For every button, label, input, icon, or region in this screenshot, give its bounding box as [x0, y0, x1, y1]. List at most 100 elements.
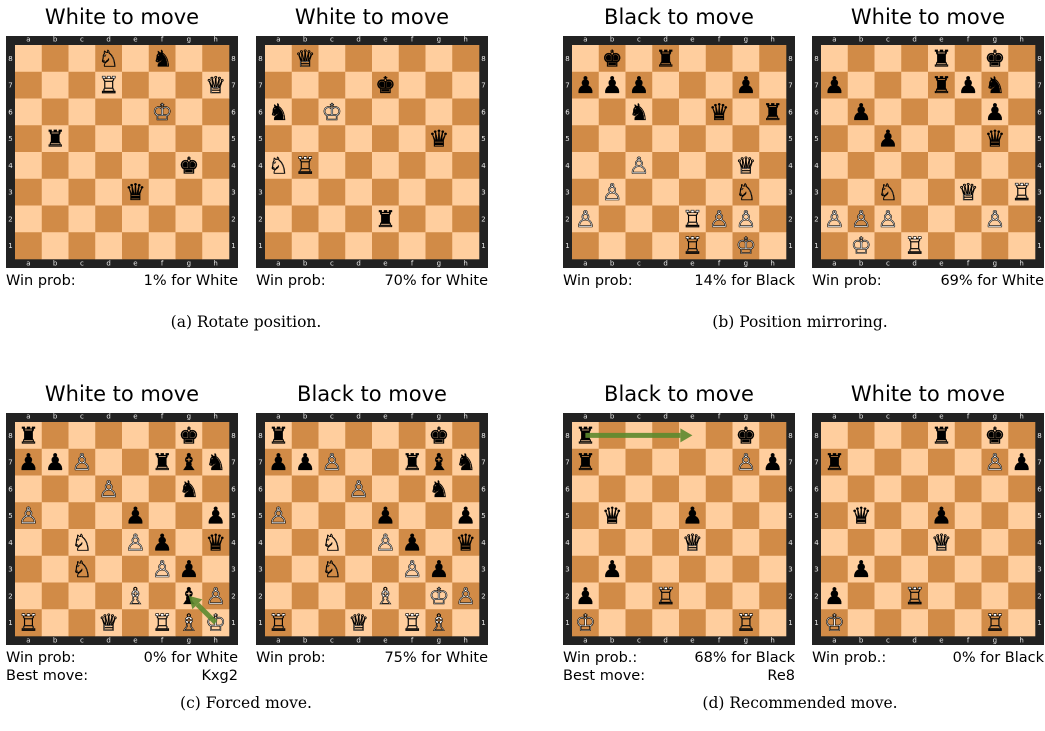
info-row: Win prob: 0% for White [6, 649, 238, 667]
square-d5 [652, 502, 679, 529]
white-pawn-icon: ♙ [72, 450, 93, 476]
square-b4 [599, 529, 626, 556]
square-e3 [679, 556, 706, 583]
file-label: a [583, 637, 587, 645]
black-king-icon: ♚ [179, 153, 200, 179]
square-h6 [202, 476, 229, 503]
square-e1 [928, 232, 955, 259]
black-pawn-icon: ♟ [375, 504, 396, 530]
rank-label: 8 [231, 432, 235, 440]
black-rook-icon: ♜ [931, 423, 952, 449]
square-c1 [319, 232, 346, 259]
black-knight-icon: ♞ [429, 477, 450, 503]
square-b4 [292, 529, 319, 556]
square-h6 [202, 99, 229, 126]
file-label: g [993, 36, 997, 44]
rank-label: 6 [565, 108, 570, 116]
square-e2 [679, 583, 706, 610]
square-b5 [292, 502, 319, 529]
square-h8 [202, 422, 229, 449]
rank-label: 4 [231, 162, 236, 170]
square-a1 [15, 232, 42, 259]
file-label: e [690, 413, 694, 421]
black-rook-icon: ♜ [18, 423, 39, 449]
white-king-icon: ♔ [152, 100, 173, 126]
rank-label: 7 [565, 82, 569, 90]
rank-label: 4 [1037, 539, 1042, 547]
file-label: d [356, 260, 360, 268]
chess-board: aabbccddeeffgghh1122334455667788♜♚♜♙♟♛♟♕… [812, 413, 1044, 645]
file-label: h [463, 260, 467, 268]
square-c2 [319, 206, 346, 233]
info-label: Win prob: [6, 649, 76, 667]
rank-label: 2 [481, 215, 485, 223]
square-c7 [875, 449, 902, 476]
square-h1 [759, 609, 786, 636]
square-e6 [928, 476, 955, 503]
white-knight-icon: ♘ [736, 180, 757, 206]
white-pawn-icon: ♙ [824, 207, 845, 233]
square-b2 [42, 583, 69, 610]
rank-label: 3 [231, 189, 235, 197]
square-b3 [42, 179, 69, 206]
file-label: c [330, 36, 334, 44]
white-pawn-icon: ♙ [985, 207, 1006, 233]
square-b8 [42, 422, 69, 449]
file-label: g [437, 637, 441, 645]
rank-label: 6 [814, 485, 819, 493]
square-f8 [955, 422, 982, 449]
square-f6 [706, 476, 733, 503]
square-d7 [95, 449, 122, 476]
square-h5 [452, 125, 479, 152]
file-label: h [770, 413, 774, 421]
square-g3 [982, 556, 1009, 583]
board-info: Win prob: 75% for White [256, 649, 488, 667]
black-rook-icon: ♜ [375, 207, 396, 233]
rank-label: 5 [814, 512, 818, 520]
square-c5 [875, 502, 902, 529]
file-label: e [383, 260, 387, 268]
square-a3 [821, 556, 848, 583]
square-f1 [149, 232, 176, 259]
square-h2 [1008, 583, 1035, 610]
white-rook-icon: ♖ [295, 153, 316, 179]
square-h7 [452, 72, 479, 99]
square-g4 [426, 152, 453, 179]
file-label: g [187, 260, 191, 268]
board-info: Win prob: 14% for Black [563, 272, 795, 290]
square-e7 [372, 449, 399, 476]
rank-label: 5 [565, 512, 569, 520]
white-pawn-icon: ♙ [152, 557, 173, 583]
black-king-icon: ♚ [375, 73, 396, 99]
square-c3 [319, 179, 346, 206]
black-rook-icon: ♜ [268, 423, 289, 449]
rank-label: 7 [565, 459, 569, 467]
white-rook-icon: ♖ [152, 611, 173, 637]
white-pawn-icon: ♙ [18, 504, 39, 530]
white-pawn-icon: ♙ [402, 557, 423, 583]
square-h8 [1008, 422, 1035, 449]
square-e7 [679, 72, 706, 99]
square-a5 [15, 125, 42, 152]
black-pawn-icon: ♟ [402, 530, 423, 556]
rank-label: 5 [481, 512, 485, 520]
square-f7 [955, 449, 982, 476]
black-pawn-icon: ♟ [958, 73, 979, 99]
square-f5 [399, 125, 426, 152]
square-b4 [848, 152, 875, 179]
square-a4 [15, 529, 42, 556]
square-h6 [452, 476, 479, 503]
square-a3 [15, 556, 42, 583]
square-a2 [265, 206, 292, 233]
square-d4 [652, 529, 679, 556]
rank-label: 2 [231, 215, 235, 223]
square-g6 [426, 99, 453, 126]
rank-label: 4 [481, 539, 486, 547]
rank-label: 6 [231, 108, 236, 116]
info-label: Win prob.: [812, 649, 886, 667]
square-e3 [372, 556, 399, 583]
square-d3 [345, 556, 372, 583]
square-h4 [202, 152, 229, 179]
square-a2 [15, 206, 42, 233]
square-g2 [176, 206, 203, 233]
